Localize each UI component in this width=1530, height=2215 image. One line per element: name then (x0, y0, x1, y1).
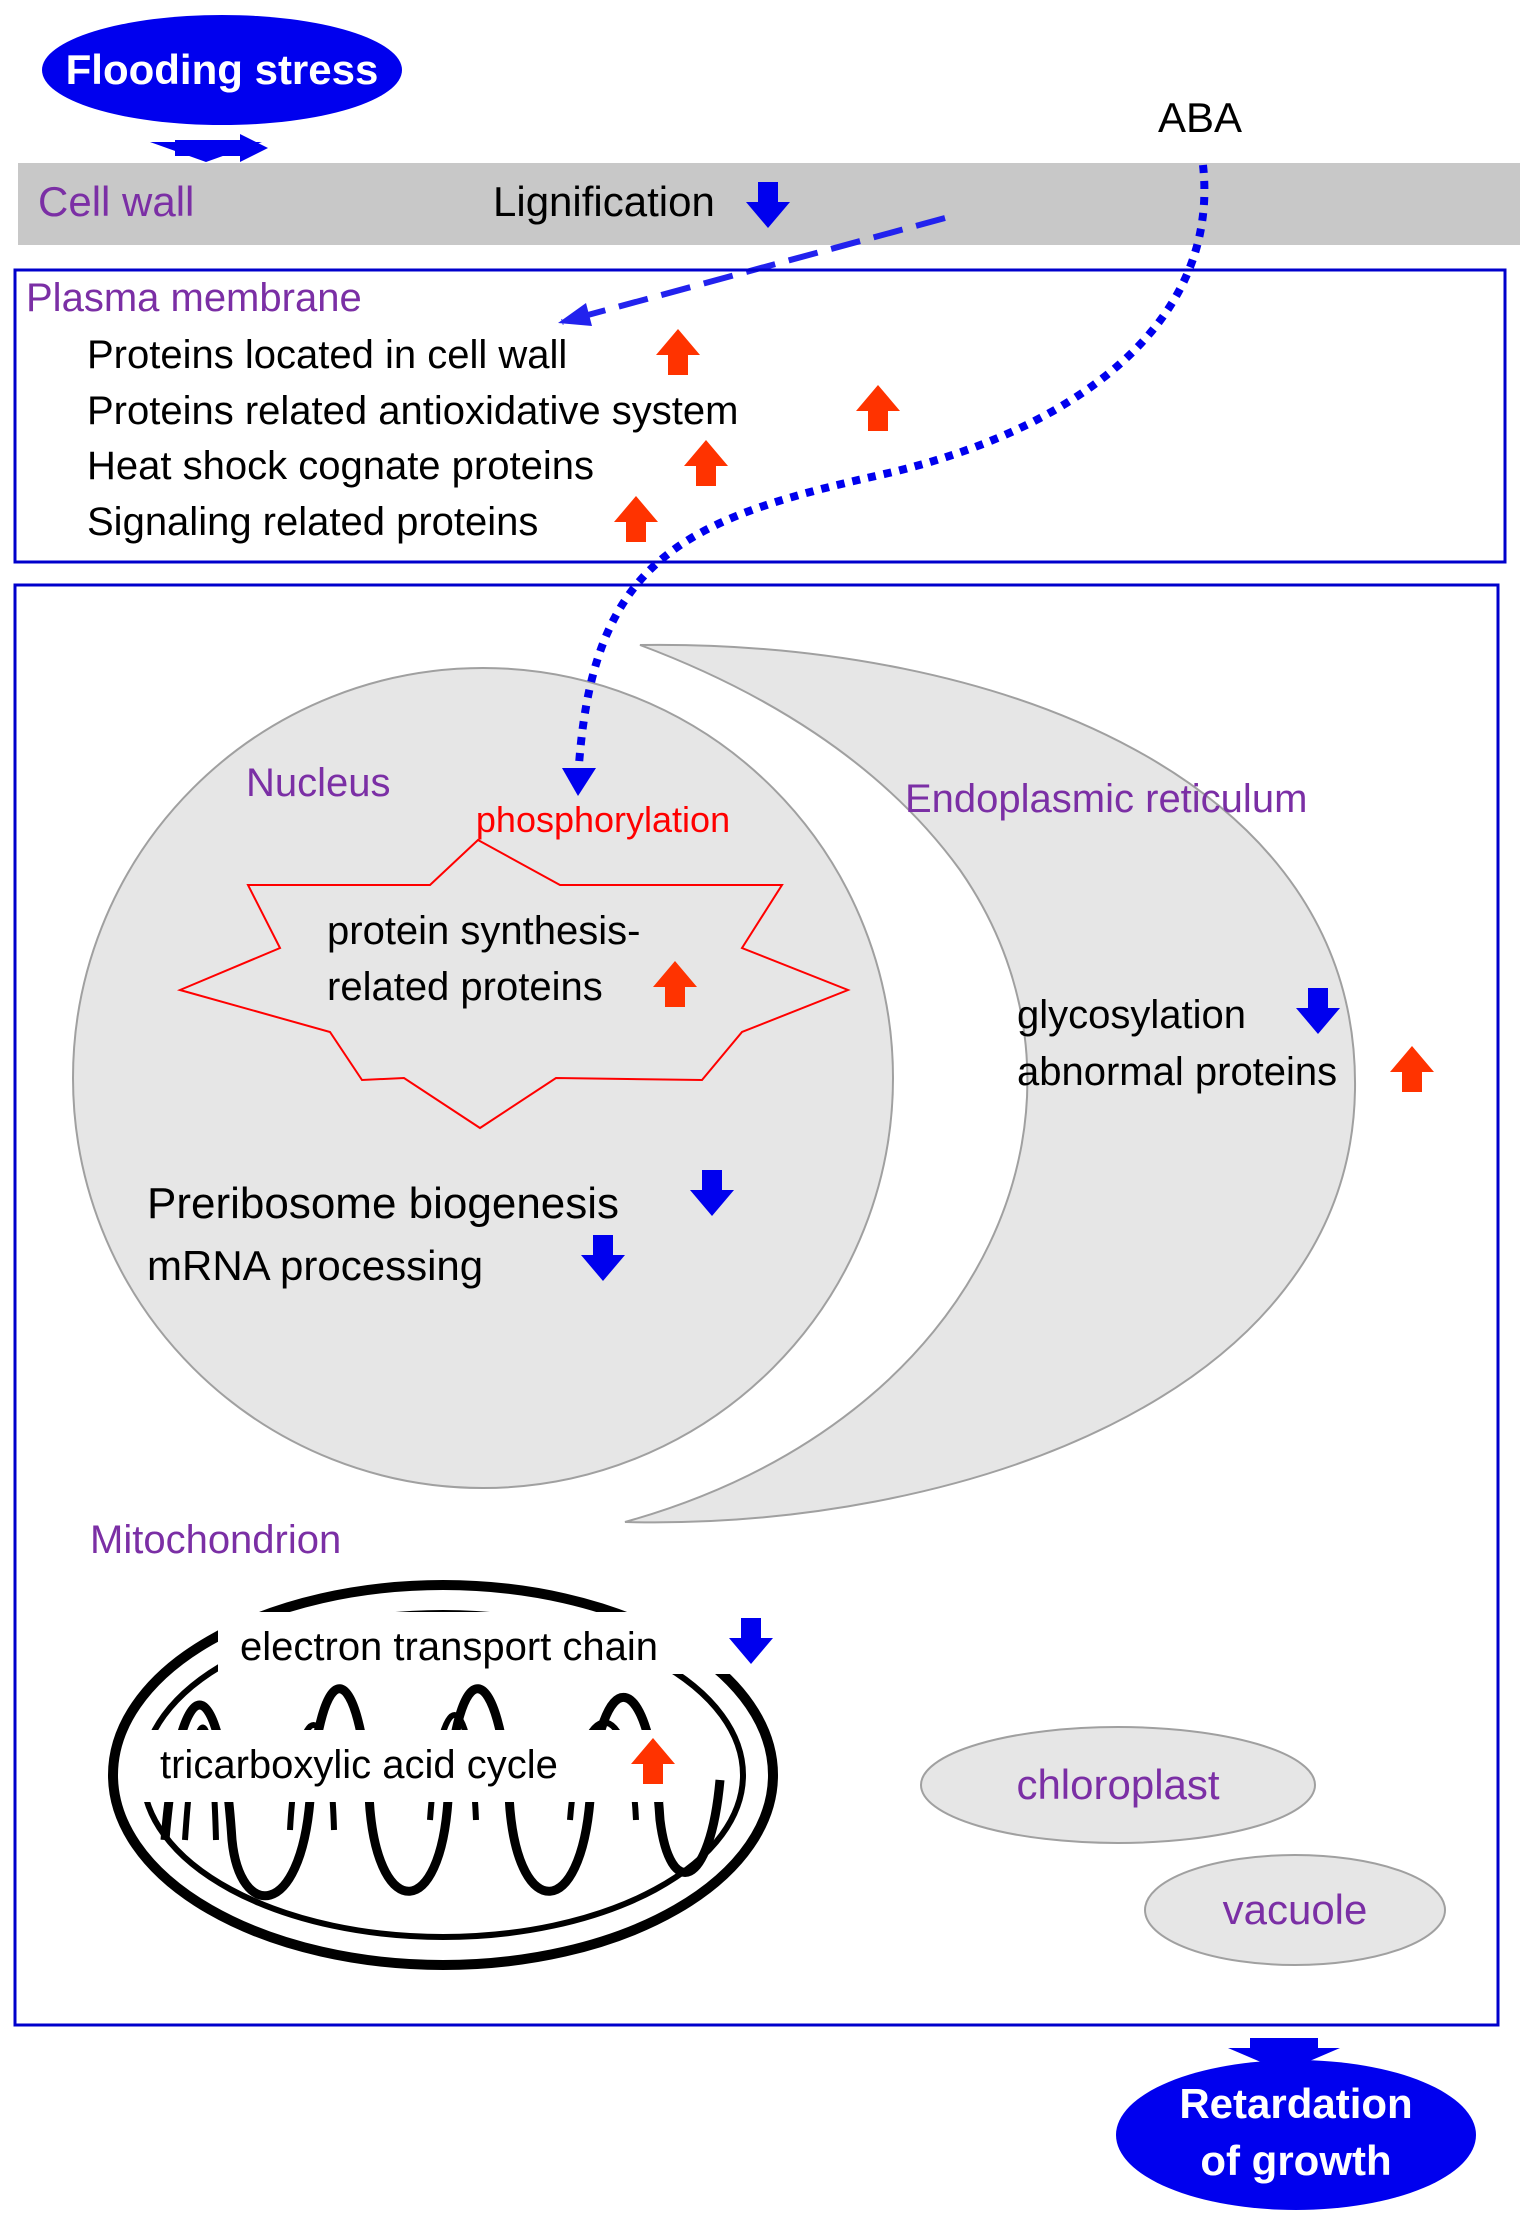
vacuole-label: vacuole (1223, 1886, 1368, 1933)
plasma-membrane-frame (13, 268, 1507, 564)
flooding-stress-oval: Flooding stress (42, 15, 402, 125)
er-item-glycosylation: glycosylation (1017, 993, 1246, 1037)
pm-item-cell-wall-proteins: Proteins located in cell wall (87, 333, 567, 377)
mito-item-etc: electron transport chain (240, 1625, 658, 1669)
retardation-oval: Retardation of growth (1116, 2060, 1476, 2210)
stress-to-wall-arrow (150, 142, 262, 162)
mito-item-tca: tricarboxylic acid cycle (160, 1743, 558, 1787)
aba-to-nucleus-arrowhead (562, 768, 596, 796)
mitochondrion-label: Mitochondrion (90, 1518, 341, 1562)
pm-up-arrow-1 (656, 329, 700, 375)
vacuole-shape (1144, 1854, 1446, 1966)
aba-label: ABA (1158, 94, 1242, 141)
tca-up-arrow (631, 1738, 675, 1784)
outcome-line-2: of growth (1200, 2137, 1391, 2184)
chloroplast-label: chloroplast (1016, 1761, 1219, 1808)
pm-up-arrow-3 (684, 440, 728, 486)
outcome-line-1: Retardation (1179, 2080, 1412, 2127)
er-shape (624, 643, 1357, 1524)
phosphorylation-star (176, 838, 851, 1130)
plasma-membrane-label: Plasma membrane (26, 276, 362, 320)
pm-item-antioxidative: Proteins related antioxidative system (87, 389, 738, 433)
pm-up-arrow-2 (856, 385, 900, 431)
etc-label-box (218, 1612, 778, 1674)
mrna-down-arrow (581, 1235, 625, 1281)
outcome-arrow-stem (1250, 2038, 1318, 2050)
tca-label-box (135, 1730, 663, 1802)
outcome-down-arrow (1228, 2048, 1340, 2072)
flooding-stress-label: Flooding stress (66, 46, 379, 93)
cell-wall-label: Cell wall (38, 178, 194, 225)
preribosome-down-arrow (690, 1170, 734, 1216)
pm-item-heat-shock: Heat shock cognate proteins (87, 444, 594, 488)
pm-up-arrow-4 (614, 496, 658, 542)
star-line-1: protein synthesis- (327, 909, 640, 953)
glycosylation-down-arrow (1296, 988, 1340, 1034)
lignification-text: Lignification (493, 178, 715, 225)
er-label: Endoplasmic reticulum (905, 777, 1307, 821)
aba-to-nucleus-path (574, 164, 1209, 781)
chloroplast-shape (920, 1726, 1316, 1844)
cytoplasm-frame (13, 583, 1500, 2027)
nucleus-item-preribosome: Preribosome biogenesis (147, 1179, 619, 1228)
nucleus-label: Nucleus (246, 761, 391, 805)
phosphorylation-label: phosphorylation (476, 799, 730, 840)
etc-down-arrow (729, 1618, 773, 1664)
er-item-abnormal: abnormal proteins (1017, 1050, 1337, 1094)
star-line-2: related proteins (327, 965, 603, 1009)
abnormal-up-arrow (1390, 1046, 1434, 1092)
star-up-arrow (653, 961, 697, 1007)
pm-item-signaling: Signaling related proteins (87, 500, 538, 544)
nucleus-item-mrna: mRNA processing (147, 1242, 483, 1289)
cell-wall-to-membrane-arrowhead (558, 303, 592, 326)
lignification-down-arrow (746, 182, 790, 228)
